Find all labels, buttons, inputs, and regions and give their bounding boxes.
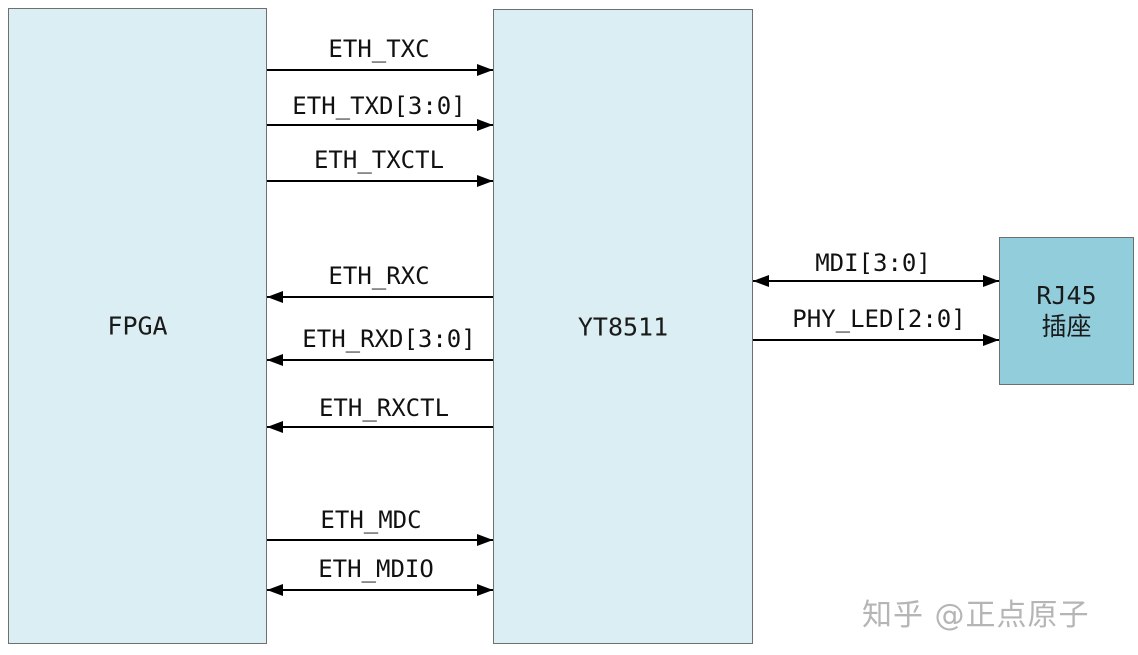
label-mdi: MDI[3:0] [815, 249, 931, 277]
fpga-block: FPGA [8, 8, 267, 644]
label-eth-txd: ETH_TXD[3:0] [292, 92, 465, 120]
rj45-label-line2: 插座 [1041, 312, 1092, 341]
fpga-label: FPGA [107, 311, 168, 341]
label-eth-txc: ETH_TXC [328, 35, 429, 63]
label-phy-led: PHY_LED[2:0] [792, 305, 965, 333]
label-eth-txctl: ETH_TXCTL [314, 146, 444, 174]
label-eth-mdio: ETH_MDIO [318, 555, 434, 583]
label-eth-rxc: ETH_RXC [328, 262, 429, 290]
rj45-label: RJ45 插座 [1000, 280, 1133, 343]
label-eth-mdc: ETH_MDC [320, 506, 421, 534]
yt8511-label: YT8511 [577, 311, 669, 341]
yt8511-block: YT8511 [493, 9, 753, 644]
label-eth-rxctl: ETH_RXCTL [319, 394, 449, 422]
watermark: 知乎 @正点原子 [862, 598, 1090, 633]
label-eth-rxd: ETH_RXD[3:0] [302, 325, 475, 353]
rj45-label-line1: RJ45 [1036, 280, 1097, 310]
rj45-block: RJ45 插座 [999, 237, 1134, 385]
